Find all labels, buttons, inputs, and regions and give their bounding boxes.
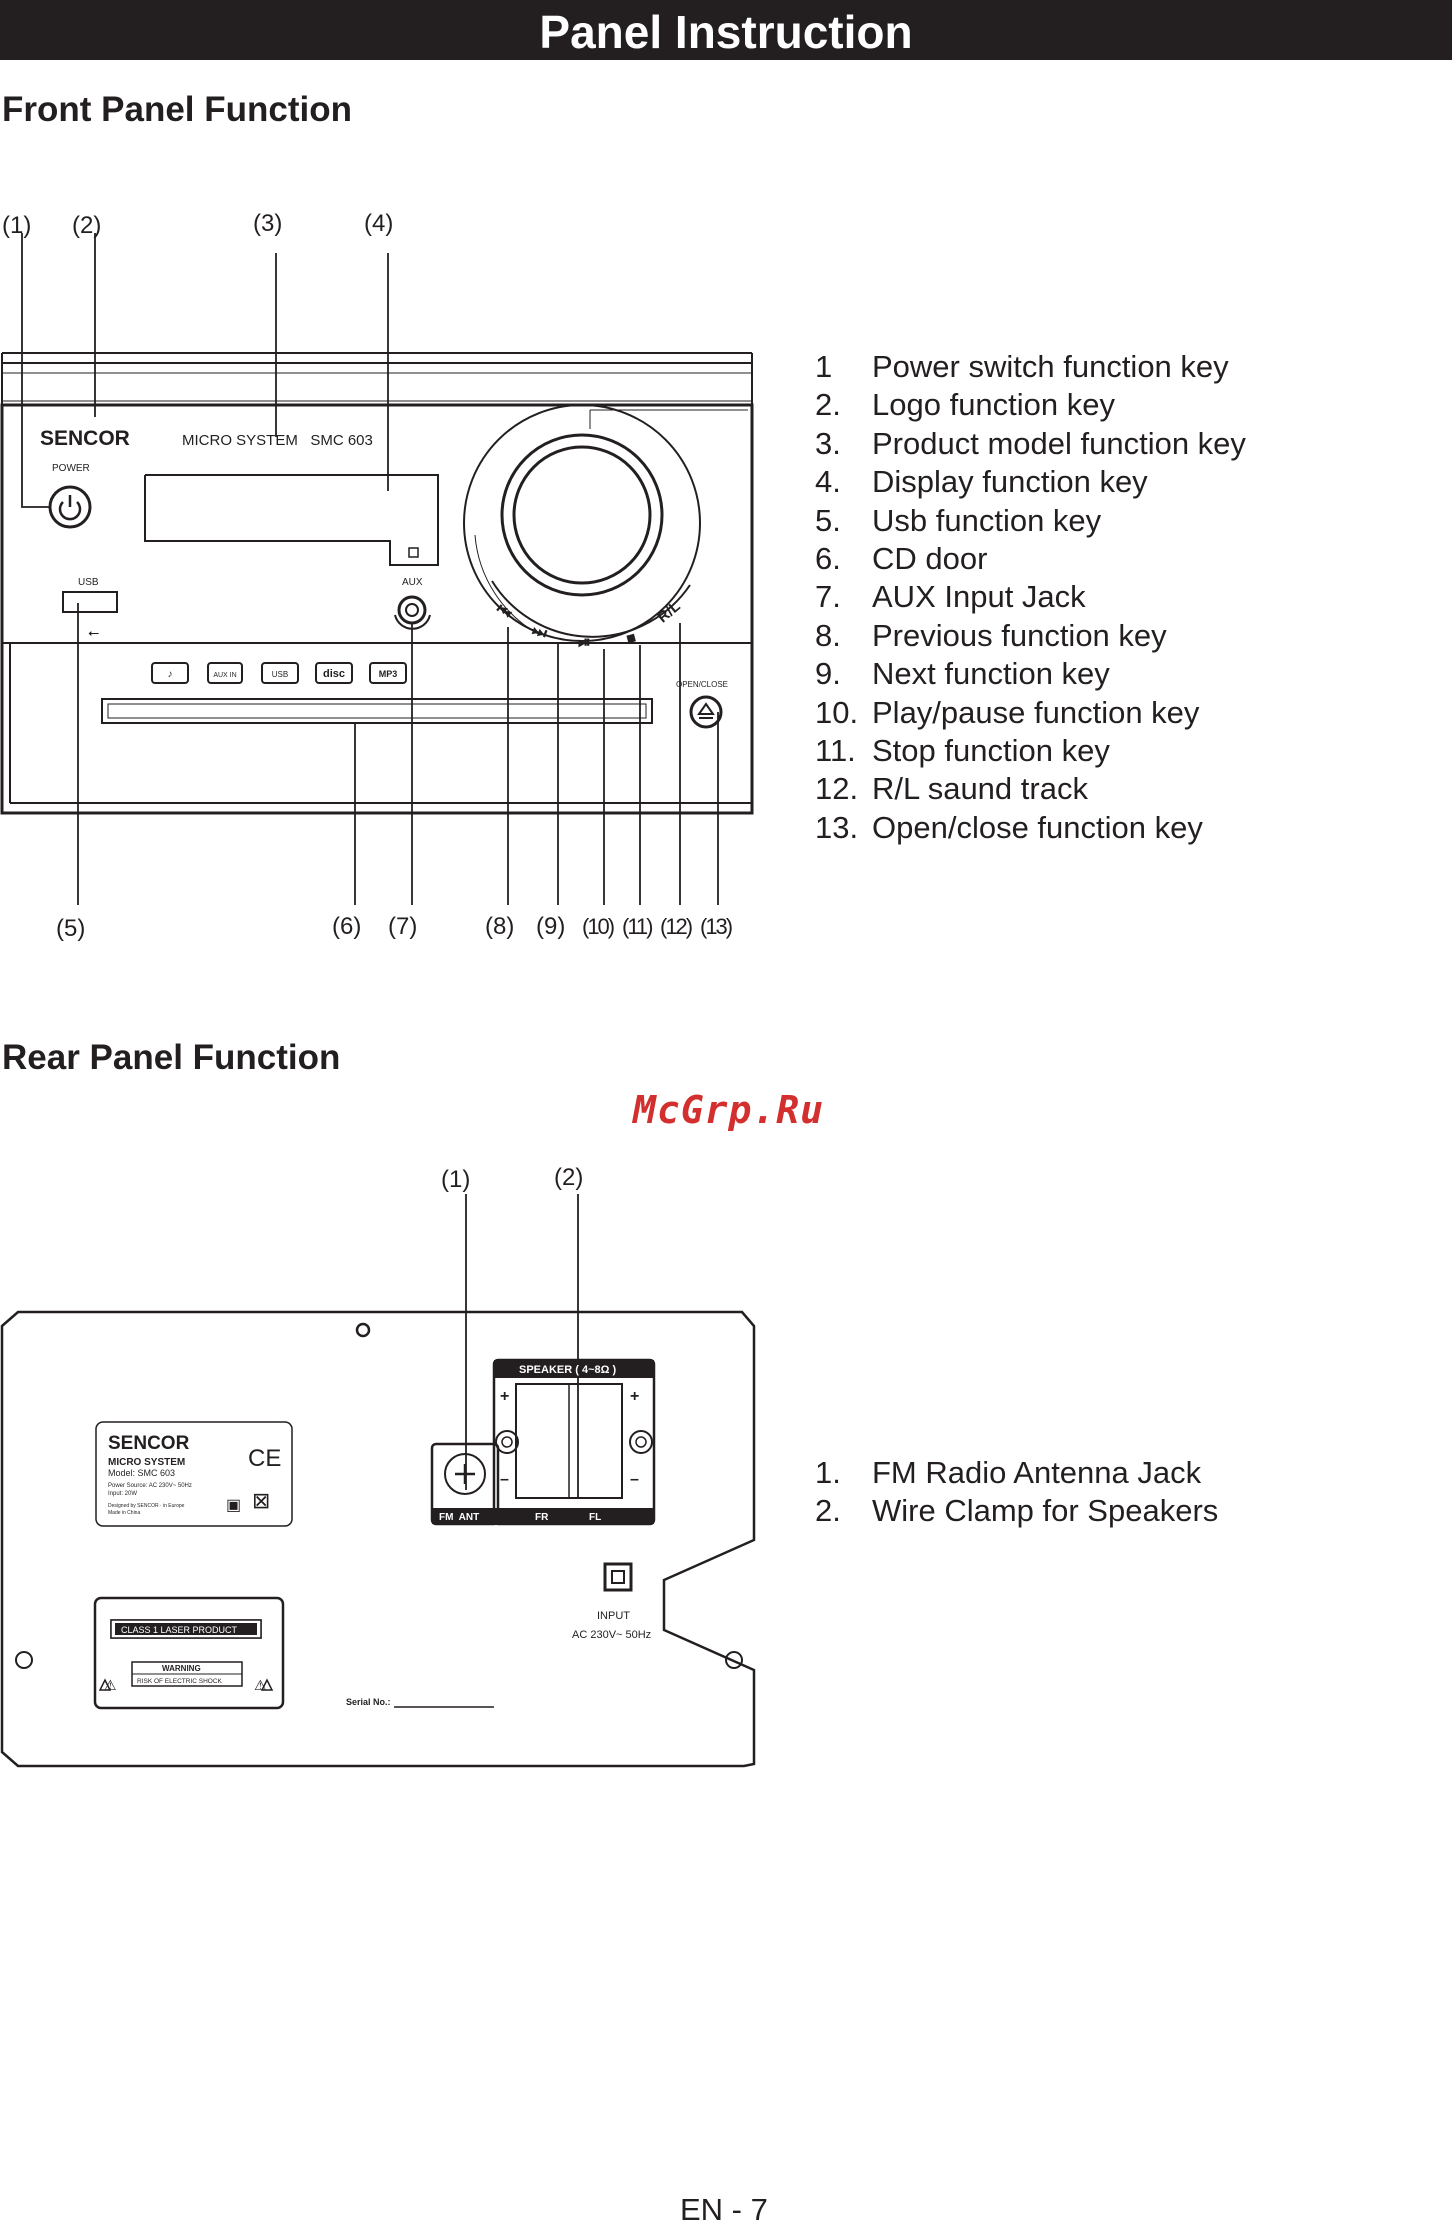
list-item: 6.CD door (815, 540, 988, 576)
warning-triangle-icon: ⚠ (254, 1677, 267, 1693)
callout-5: (5) (56, 915, 85, 942)
logo-usb: USB (272, 670, 288, 679)
callout-7: (7) (388, 913, 417, 940)
list-item: 10.Play/pause function key (815, 694, 1200, 730)
minus-icon: – (630, 1471, 639, 1488)
front-panel-heading: Front Panel Function (2, 90, 352, 129)
page-number: EN - 7 (680, 2192, 768, 2227)
rear-function-list: 1.FM Radio Antenna Jack 2.Wire Clamp for… (815, 1454, 1218, 1531)
list-item: 12.R/L saund track (815, 771, 1088, 807)
warning-title: WARNING (162, 1664, 201, 1673)
rear-label-brand: SENCOR (108, 1433, 190, 1454)
list-item: 3.Product model function key (815, 425, 1246, 461)
rear-label-line: Input: 20W (108, 1491, 137, 1497)
front-panel-diagram: ⏮ ⏭ ⏯ ■ R/L SENCOR MICRO SYSTEM SMC 603 … (0, 210, 754, 942)
aux-label: AUX (402, 577, 423, 588)
power-label: POWER (52, 463, 90, 474)
rear-label-line: Model: SMC 603 (108, 1468, 175, 1478)
minus-icon: – (500, 1471, 509, 1488)
rear-callout-1: (1) (441, 1166, 470, 1193)
callout-1: (1) (2, 212, 31, 239)
list-item: 8.Previous function key (815, 617, 1167, 653)
callout-4: (4) (364, 210, 393, 237)
callout-2: (2) (72, 212, 101, 239)
plus-icon: + (630, 1388, 639, 1405)
device-brand: SENCOR (40, 427, 130, 450)
rear-panel-diagram: SENCOR MICRO SYSTEM Model: SMC 603 Power… (0, 1164, 756, 1768)
rear-label-line: Designed by SENCOR · in Europe (108, 1503, 185, 1509)
page-title-bar: Panel Instruction (0, 0, 1452, 60)
warning-triangle-icon: ⚠ (104, 1677, 117, 1693)
plus-icon: + (500, 1388, 509, 1405)
serial-label: Serial No.: (346, 1697, 391, 1707)
list-item: 11.Stop function key (815, 732, 1110, 768)
logo-aux-in: AUX IN (213, 672, 236, 679)
fl-label: FL (589, 1512, 601, 1523)
callout-10: (10) (582, 914, 614, 939)
svg-text:⏭: ⏭ (530, 622, 550, 643)
callout-3: (3) (253, 210, 282, 237)
speaker-title: SPEAKER ( 4~8Ω ) (519, 1364, 616, 1376)
class-1-label: CLASS 1 LASER PRODUCT (121, 1625, 238, 1635)
list-item: 2.Wire Clamp for Speakers (815, 1493, 1219, 1529)
callout-8: (8) (485, 913, 514, 940)
page-title: Panel Instruction (539, 6, 913, 58)
list-item: 9.Next function key (815, 656, 1110, 692)
callout-13: (13) (700, 914, 732, 939)
rear-callout-2: (2) (554, 1164, 583, 1191)
logo-disc: disc (323, 668, 345, 680)
rear-panel-heading: Rear Panel Function (2, 1038, 341, 1077)
list-item: 4.Display function key (815, 464, 1148, 500)
list-item: 2.Logo function key (815, 387, 1116, 423)
weee-bin-icon: ⊠ (252, 1488, 270, 1513)
callout-6: (6) (332, 913, 361, 940)
open-close-label: OPEN/CLOSE (676, 680, 728, 689)
logo-music: ♪ (168, 669, 173, 680)
rear-label-line: Power Source: AC 230V~ 50Hz (108, 1483, 192, 1489)
list-item: 7.AUX Input Jack (815, 579, 1086, 615)
double-insulation-icon: ▣ (226, 1497, 241, 1514)
device-model: MICRO SYSTEM SMC 603 (182, 432, 373, 449)
rear-label-line: Made in China (108, 1510, 140, 1516)
list-item: 5.Usb function key (815, 502, 1102, 538)
callout-9: (9) (536, 913, 565, 940)
logo-mp3: MP3 (379, 669, 398, 679)
callout-11: (11) (622, 914, 652, 939)
list-item: 1.FM Radio Antenna Jack (815, 1455, 1202, 1490)
svg-text:■: ■ (624, 629, 638, 648)
callout-12: (12) (660, 914, 692, 939)
svg-text:R/L: R/L (654, 598, 683, 627)
list-item: 13.Open/close function key (815, 809, 1203, 845)
input-rating: AC 230V~ 50Hz (572, 1629, 651, 1641)
fm-ant-label: FM ANT (439, 1512, 479, 1523)
usb-label: USB (78, 577, 99, 588)
watermark: McGrp.Ru (633, 1088, 825, 1132)
rear-label-line: MICRO SYSTEM (108, 1457, 185, 1468)
svg-text:⏯: ⏯ (578, 634, 591, 651)
input-label: INPUT (597, 1610, 630, 1622)
ce-mark-icon: CE (248, 1445, 281, 1472)
usb-symbol-icon: ⭠ (88, 624, 99, 640)
fr-label: FR (535, 1512, 549, 1523)
warning-text: RISK OF ELECTRIC SHOCK (137, 1678, 223, 1685)
